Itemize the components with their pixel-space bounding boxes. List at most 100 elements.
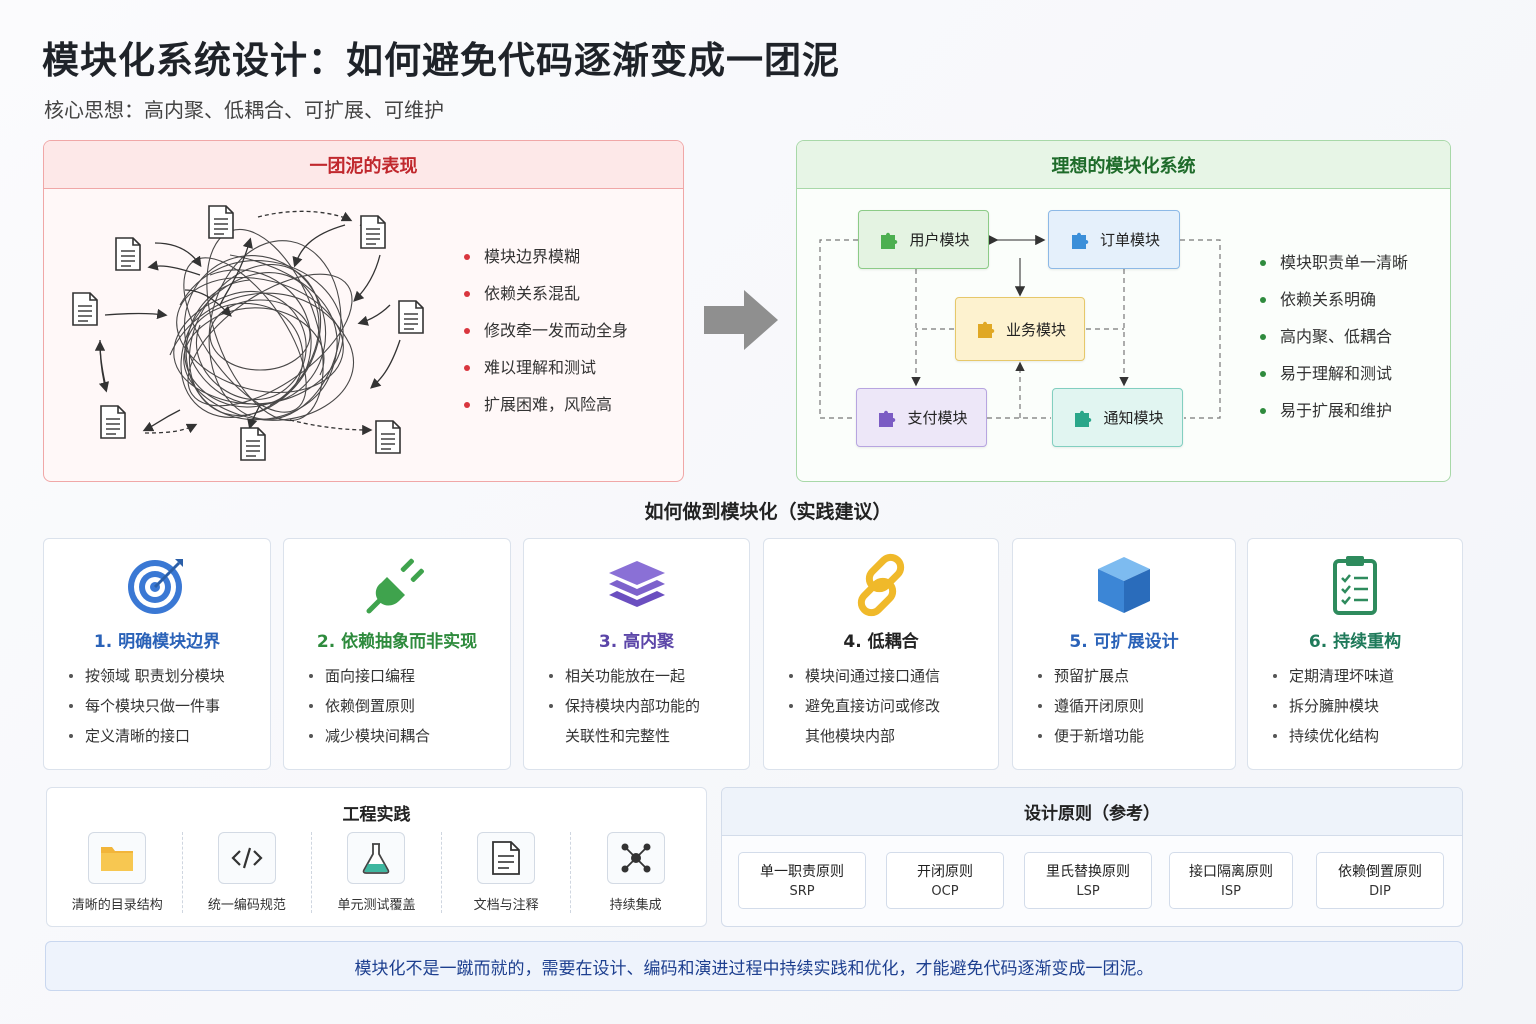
flask-icon [363, 843, 390, 874]
list-item: 持续优化结构 [1270, 721, 1454, 751]
principle-name: 里氏替换原则 [1046, 864, 1130, 880]
engineering-practices-title: 工程实践 [342, 805, 411, 825]
puzzle-icon [1071, 232, 1089, 249]
list-item: 高内聚、低耦合 [1258, 326, 1408, 363]
user-module-node: 用户模块 [858, 210, 989, 269]
engineering-item-label: 文档与注释 [473, 898, 539, 913]
engineering-item: 持续集成 [571, 832, 700, 913]
puzzle-icon [879, 410, 896, 427]
plug-icon [366, 558, 424, 614]
notify-module-label: 通知模块 [1103, 409, 1164, 427]
puzzle-icon [881, 232, 898, 249]
principle-abbr: OCP [931, 884, 959, 899]
card-title: 3. 高内聚 [598, 632, 675, 652]
target-icon [128, 559, 183, 614]
list-item: 预留扩展点 [1035, 661, 1227, 691]
puzzle-icon [977, 321, 995, 338]
list-item: 易于扩展和维护 [1258, 400, 1408, 437]
document-icon [492, 841, 520, 875]
principle-name: 单一职责原则 [760, 864, 844, 880]
cube-icon [1098, 557, 1150, 613]
folder-icon [101, 847, 134, 871]
principle-abbr: LSP [1076, 884, 1100, 899]
mud-ball-symptoms-list: 模块边界模糊 依赖关系混乱 修改牵一发而动全身 难以理解和测试 扩展困难，风险高 [462, 246, 628, 431]
module-dependency-lines [819, 234, 1221, 419]
order-module-label: 订单模块 [1099, 231, 1160, 249]
design-principles-panel: 设计原则（参考） 单一职责原则 SRP 开闭原则 OCP 里氏替换原则 LSP … [721, 787, 1463, 927]
principle-name: 开闭原则 [917, 864, 973, 880]
engineering-item: 统一编码规范 [183, 832, 313, 913]
page-title: 模块化系统设计：如何避免代码逐渐变成一团泥 [42, 39, 840, 82]
transition-arrow-icon [704, 290, 778, 350]
practice-card-refactor: 6. 持续重构 定期清理坏味道 拆分臃肿模块 持续优化结构 [1247, 538, 1463, 770]
list-item: 拆分臃肿模块 [1270, 691, 1454, 721]
card-title: 6. 持续重构 [1308, 632, 1402, 652]
engineering-item: 单元测试覆盖 [312, 832, 442, 913]
principle-abbr: SRP [789, 884, 815, 899]
ideal-traits-list: 模块职责单一清晰 依赖关系明确 高内聚、低耦合 易于理解和测试 易于扩展和维护 [1258, 252, 1408, 437]
list-item: 模块间通过接口通信 [786, 661, 990, 691]
business-module-label: 业务模块 [1005, 320, 1066, 339]
list-item: 定义清晰的接口 [66, 721, 262, 751]
order-module-node: 订单模块 [1048, 210, 1180, 269]
payment-module-node: 支付模块 [856, 388, 987, 447]
design-principles-title: 设计原则（参考） [722, 788, 1462, 836]
list-item: 依赖关系混乱 [462, 283, 628, 320]
summary-footer: 模块化不是一蹴而就的，需要在设计、编码和演进过程中持续实践和优化，才能避免代码逐… [45, 941, 1463, 991]
engineering-item-label: 统一编码规范 [207, 898, 286, 913]
practice-card-extensible: 5. 可扩展设计 预留扩展点 遵循开闭原则 便于新增功能 [1012, 538, 1236, 770]
engineering-item-label: 单元测试覆盖 [337, 898, 416, 913]
principle-name: 依赖倒置原则 [1338, 864, 1422, 880]
page-subtitle: 核心思想：高内聚、低耦合、可扩展、可维护 [44, 98, 444, 122]
principle-abbr: DIP [1369, 884, 1391, 899]
ci-network-icon [621, 843, 651, 873]
list-item: 按领域 职责划分模块 [66, 661, 262, 691]
list-item: 保持模块内部功能的 [546, 691, 741, 721]
list-item: 每个模块只做一件事 [66, 691, 262, 721]
card-title: 1. 明确模块边界 [93, 632, 221, 652]
list-item: 避免直接访问或修改 [786, 691, 990, 721]
user-module-label: 用户模块 [909, 231, 970, 249]
list-item: 模块职责单一清晰 [1258, 252, 1408, 289]
list-item: 难以理解和测试 [462, 357, 628, 394]
list-item: 依赖关系明确 [1258, 289, 1408, 326]
principle-isp: 接口隔离原则 ISP [1169, 852, 1293, 909]
business-module-node: 业务模块 [955, 297, 1085, 361]
principle-lsp: 里氏替换原则 LSP [1024, 852, 1152, 909]
mud-ball-panel-title: 一团泥的表现 [44, 141, 683, 189]
principle-name: 接口隔离原则 [1189, 864, 1273, 880]
puzzle-icon [1075, 410, 1092, 427]
list-item: 定期清理坏味道 [1270, 661, 1454, 691]
link-icon [857, 553, 905, 617]
payment-module-label: 支付模块 [907, 409, 968, 427]
list-item: 便于新增功能 [1035, 721, 1227, 751]
layers-icon [608, 561, 665, 607]
list-item: 模块边界模糊 [462, 246, 628, 283]
principle-dip: 依赖倒置原则 DIP [1316, 852, 1444, 909]
list-item: 修改牵一发而动全身 [462, 320, 628, 357]
code-icon [231, 847, 263, 869]
practice-card-boundaries: 1. 明确模块边界 按领域 职责划分模块 每个模块只做一件事 定义清晰的接口 [43, 538, 271, 770]
list-item: 易于理解和测试 [1258, 363, 1408, 400]
list-item: 扩展困难，风险高 [462, 394, 628, 431]
list-item: 减少模块间耦合 [306, 721, 502, 751]
engineering-item: 文档与注释 [442, 832, 572, 913]
principle-ocp: 开闭原则 OCP [886, 852, 1004, 909]
list-item: 依赖倒置原则 [306, 691, 502, 721]
list-item: 面向接口编程 [306, 661, 502, 691]
card-title: 2. 依赖抽象而非实现 [316, 632, 478, 652]
practice-section-title: 如何做到模块化（实践建议） [644, 501, 892, 523]
list-item: 遵循开闭原则 [1035, 691, 1227, 721]
principle-abbr: ISP [1221, 884, 1241, 899]
card-title: 4. 低耦合 [843, 632, 919, 652]
notify-module-node: 通知模块 [1052, 388, 1183, 447]
list-item-continuation: 关联性和完整性 [565, 727, 671, 745]
ideal-modular-panel-title: 理想的模块化系统 [797, 141, 1450, 189]
tangled-dependencies-illustration [72, 205, 424, 461]
practice-card-abstraction: 2. 依赖抽象而非实现 面向接口编程 依赖倒置原则 减少模块间耦合 [283, 538, 511, 770]
engineering-item-label: 持续集成 [609, 898, 662, 913]
list-item: 相关功能放在一起 [546, 661, 741, 691]
engineering-item-label: 清晰的目录结构 [71, 898, 163, 913]
clipboard-check-icon [1333, 556, 1377, 615]
card-title: 5. 可扩展设计 [1069, 632, 1179, 652]
